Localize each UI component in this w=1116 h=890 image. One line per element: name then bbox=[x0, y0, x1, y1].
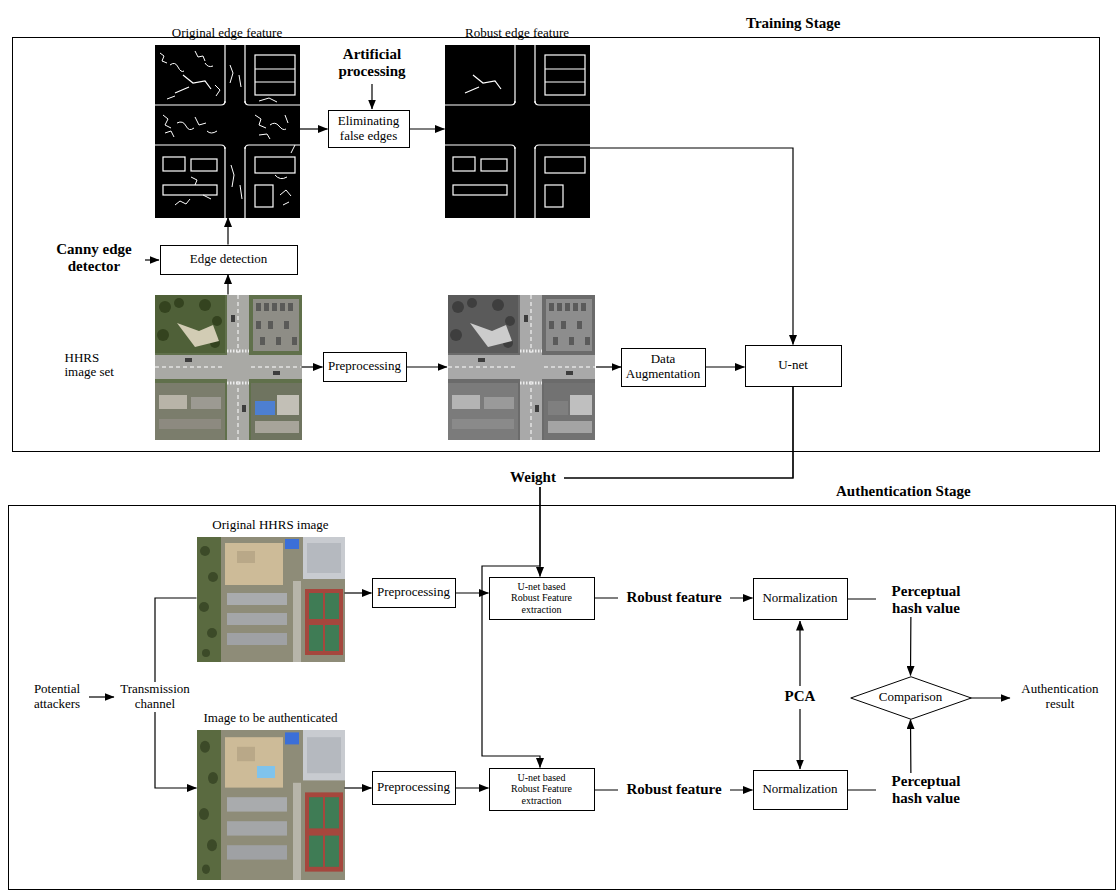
box-label: Preprocessing bbox=[328, 359, 401, 374]
edge-label: Perceptual hash value bbox=[876, 773, 976, 808]
edge-label: Weight bbox=[502, 469, 564, 486]
edge-map-image bbox=[155, 45, 300, 218]
arrow bbox=[371, 84, 372, 109]
satellite-image bbox=[197, 537, 345, 662]
connector bbox=[482, 387, 793, 768]
box-label: Preprocessing bbox=[377, 585, 450, 600]
connector bbox=[345, 787, 372, 788]
annotation: Canny edge detector bbox=[46, 241, 142, 276]
arrow bbox=[89, 696, 114, 697]
arrow bbox=[407, 366, 447, 367]
connector bbox=[540, 387, 793, 577]
edge-label: Robust feature bbox=[618, 589, 730, 606]
process-box: Edge detection bbox=[160, 245, 298, 275]
connector bbox=[302, 366, 323, 367]
connector bbox=[706, 366, 745, 367]
image-panel: Image to be authenticated bbox=[197, 730, 345, 880]
tampered-image bbox=[197, 730, 345, 880]
process-box: Normalization bbox=[753, 770, 848, 810]
connector bbox=[300, 128, 328, 129]
grayscale-image bbox=[448, 295, 595, 440]
annotation: PCA bbox=[780, 688, 820, 705]
arrow bbox=[799, 621, 800, 686]
process-box: Data Augmentation bbox=[621, 348, 706, 387]
connector bbox=[410, 128, 445, 129]
image-caption: Original HHRS image bbox=[212, 518, 328, 533]
box-label: U-net based Robust Feature extraction bbox=[506, 772, 578, 807]
edge-label: Perceptual hash value bbox=[876, 583, 976, 618]
box-label: Eliminating false edges bbox=[329, 114, 409, 144]
decision-diamond: Comparison bbox=[850, 676, 972, 720]
annotation: Potential attackers bbox=[27, 682, 87, 712]
box-label: U-net bbox=[778, 358, 808, 373]
image-caption: Image to be authenticated bbox=[204, 711, 338, 726]
robust-edge-image bbox=[445, 45, 590, 218]
image-panel: Original edge feature bbox=[155, 45, 300, 218]
arrow-lines bbox=[89, 84, 1010, 769]
image-panel: HHRS image set bbox=[155, 295, 302, 440]
image-panel: Original HHRS image bbox=[197, 537, 345, 662]
edge-label: Robust feature bbox=[618, 781, 730, 798]
image-caption: Robust edge feature bbox=[465, 26, 569, 41]
process-box: U-net based Robust Feature extraction bbox=[489, 768, 595, 811]
connector bbox=[456, 592, 489, 593]
connector bbox=[227, 218, 228, 245]
image-caption: HHRS image set bbox=[65, 351, 121, 381]
annotation: Authentication result bbox=[1014, 682, 1106, 712]
connector bbox=[590, 148, 794, 345]
stage-title: Authentication Stage bbox=[836, 483, 971, 500]
box-label: Preprocessing bbox=[377, 780, 450, 795]
connector bbox=[456, 787, 489, 788]
box-label: Comparison bbox=[879, 690, 943, 705]
process-box: U-net bbox=[745, 345, 842, 387]
process-box: U-net based Robust Feature extraction bbox=[489, 577, 595, 620]
satellite-image bbox=[155, 295, 302, 440]
box-label: Normalization bbox=[762, 782, 837, 797]
process-box: Eliminating false edges bbox=[328, 110, 410, 148]
process-box: Preprocessing bbox=[323, 352, 407, 382]
arrow bbox=[799, 709, 800, 769]
annotation: Artificial processing bbox=[326, 46, 418, 81]
image-caption: Original edge feature bbox=[172, 26, 282, 41]
stage-title: Training Stage bbox=[746, 15, 840, 32]
arrow bbox=[596, 366, 621, 367]
box-label: Data Augmentation bbox=[622, 352, 705, 382]
image-panel: Robust edge feature bbox=[445, 45, 590, 218]
arrow bbox=[145, 259, 159, 260]
process-box: Normalization bbox=[753, 578, 848, 620]
diamond-shape bbox=[850, 676, 971, 719]
process-box: Preprocessing bbox=[372, 578, 456, 608]
connector bbox=[227, 275, 228, 295]
box-label: Normalization bbox=[762, 591, 837, 606]
box-label: U-net based Robust Feature extraction bbox=[506, 581, 578, 616]
process-box: Preprocessing bbox=[372, 771, 456, 805]
edge-label: Transmission channel bbox=[117, 682, 193, 712]
stage-panel: Training StageOriginal edge featureElimi… bbox=[12, 37, 1100, 452]
box-label: Edge detection bbox=[190, 252, 268, 267]
connector bbox=[345, 592, 372, 593]
